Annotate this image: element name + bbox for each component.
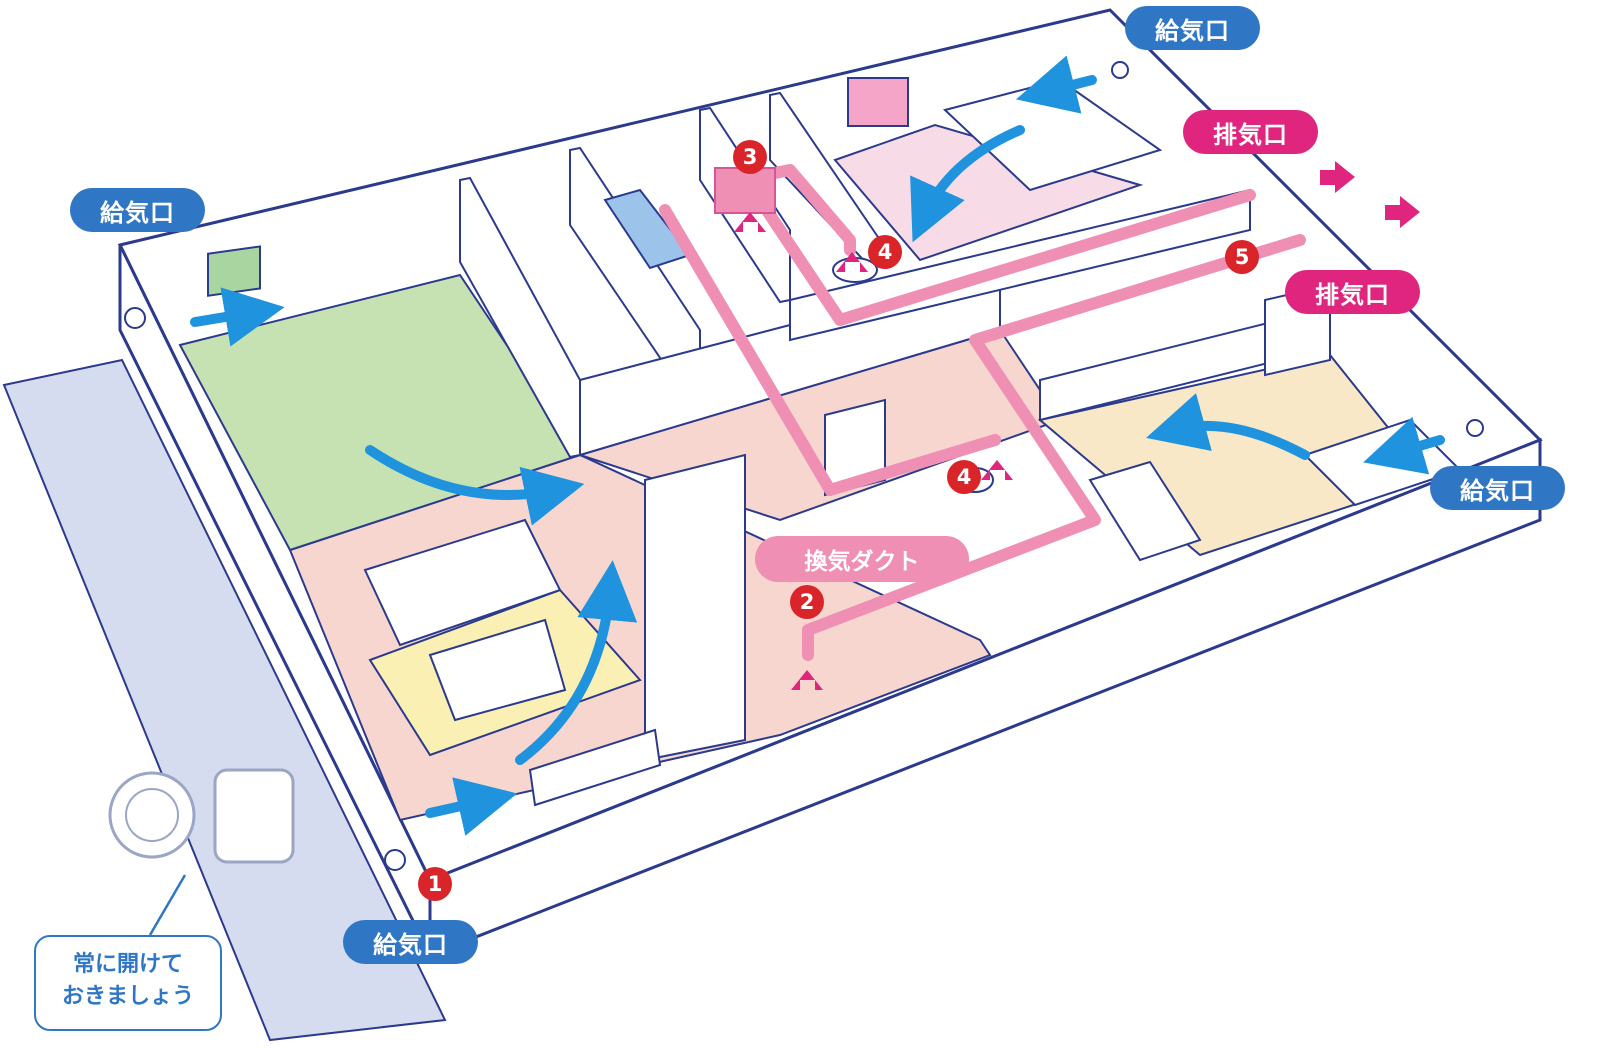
exhaust-airflow — [734, 161, 1420, 690]
supply-vent-label-bottom: 給気口 — [343, 920, 478, 964]
vent-grille-round-icon — [108, 771, 196, 859]
callout-line-2: おきましょう — [61, 984, 194, 1009]
vent-top-right — [1111, 61, 1129, 79]
vent-grille-square-icon — [213, 768, 295, 864]
marker-2: 2 — [790, 585, 824, 619]
supply-vent-label-left: 給気口 — [70, 188, 205, 232]
supply-airflow — [190, 55, 1445, 836]
vent-left — [124, 307, 146, 329]
duct-label: 換気ダクト — [755, 536, 969, 582]
marker-5: 5 — [1225, 240, 1259, 274]
keep-open-callout: 常に開けて おきましょう — [34, 935, 222, 1031]
supply-vent-label-right: 給気口 — [1430, 466, 1565, 510]
duct-fan-unit — [714, 167, 776, 214]
marker-1: 1 — [418, 867, 452, 901]
study-desk — [1088, 460, 1202, 562]
wall-picture-green — [207, 245, 261, 297]
vent-right — [1466, 419, 1484, 437]
callout-pointer — [148, 874, 187, 936]
wall-picture-pink — [847, 77, 909, 127]
exhaust-vent-label-right: 排気口 — [1285, 270, 1420, 314]
vent-grille-round-inner — [125, 788, 179, 842]
marker-3: 3 — [733, 140, 767, 174]
marker-4-upper: 4 — [868, 235, 902, 269]
exhaust-vent-label-top: 排気口 — [1183, 110, 1318, 154]
supply-vent-label-top-right: 給気口 — [1125, 6, 1260, 50]
sofa — [363, 518, 562, 647]
vent-front — [384, 849, 406, 871]
marker-4-lower: 4 — [947, 460, 981, 494]
callout-line-1: 常に開けて — [72, 952, 183, 977]
tv-stand — [528, 728, 662, 807]
coffee-table — [428, 618, 567, 722]
